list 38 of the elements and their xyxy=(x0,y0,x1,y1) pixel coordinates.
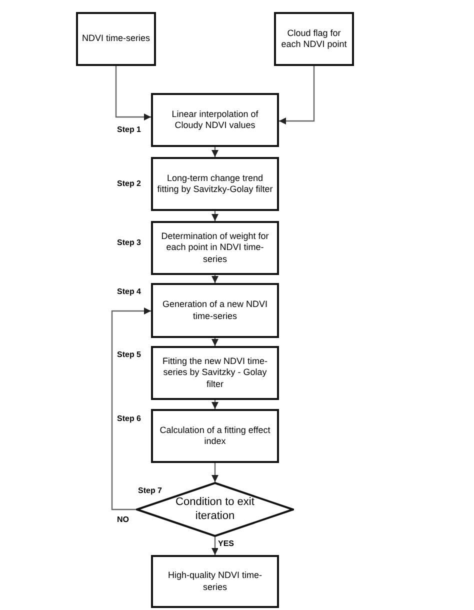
step-label: Step 5 xyxy=(117,349,142,361)
arrow xyxy=(212,275,218,283)
arrow xyxy=(212,537,218,555)
arrow xyxy=(115,66,151,120)
process-box xyxy=(76,12,156,66)
step-label: Step 4 xyxy=(117,286,142,298)
arrow xyxy=(212,338,218,346)
arrow xyxy=(111,308,151,510)
node-text: Condition to exit iteration xyxy=(174,496,256,524)
node-text: NDVI time-series xyxy=(82,33,150,45)
step-label: Step 1 xyxy=(117,124,142,136)
process-box xyxy=(151,157,279,211)
node-text: Cloud flag for each NDVI point xyxy=(280,28,348,50)
process-box xyxy=(151,555,279,608)
node-text: Generation of a new NDVI time-series xyxy=(161,299,269,322)
arrow xyxy=(212,463,218,482)
process-box xyxy=(274,12,354,66)
edge-label: YES xyxy=(218,538,234,550)
step-label: Step 2 xyxy=(117,178,142,190)
step-label: Step 7 xyxy=(138,485,162,497)
step-label: Step 3 xyxy=(117,237,142,249)
arrow xyxy=(279,66,315,124)
arrow xyxy=(212,400,218,409)
node-text: Linear interpolation of Cloudy NDVI values xyxy=(170,108,260,132)
decision-diamond xyxy=(136,482,294,537)
node-text: Fitting the new NDVI time-series by Savitzky - Golay filter xyxy=(161,356,269,390)
process-box xyxy=(151,283,279,338)
node-text: Long-term change trend fitting by Savitzky-Golay filter xyxy=(157,172,273,196)
process-box xyxy=(151,221,279,275)
node-text: Calculation of a fitting effect index xyxy=(158,424,272,448)
process-box xyxy=(151,346,279,400)
arrow xyxy=(212,211,218,221)
node-text: High-quality NDVI time-series xyxy=(166,570,264,593)
node-text: Determination of weight for each point in NDVI time-series xyxy=(160,231,270,265)
arrow xyxy=(212,147,218,157)
process-box xyxy=(151,409,279,463)
process-box xyxy=(151,93,279,147)
step-label: Step 6 xyxy=(117,413,142,425)
